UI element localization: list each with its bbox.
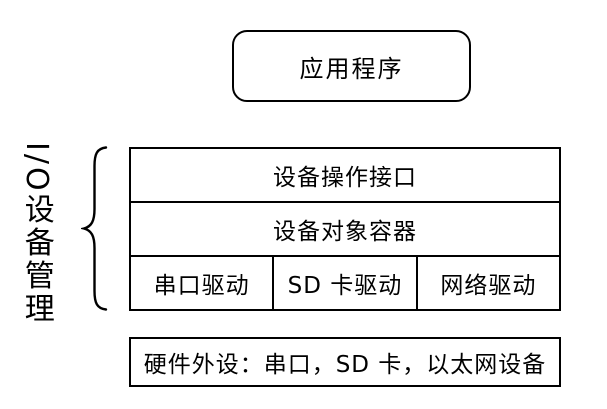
hardware-peripherals-label: 硬件外设：串口，SD 卡，以太网设备	[143, 352, 547, 378]
io-device-management-label: I/O设备管理	[18, 142, 54, 326]
network-driver-label: 网络驱动	[440, 273, 537, 299]
cell-sdcard-driver: SD 卡驱动	[272, 257, 415, 309]
left-brace-icon	[81, 146, 108, 311]
row-drivers: 串口驱动 SD 卡驱动 网络驱动	[131, 255, 559, 309]
io-layer-stack: 设备操作接口 设备对象容器 串口驱动 SD 卡驱动 网络驱动	[129, 147, 561, 311]
row-device-operation-interface: 设备操作接口	[131, 149, 559, 201]
device-operation-interface-label: 设备操作接口	[273, 165, 417, 191]
application-box-label: 应用程序	[299, 54, 404, 83]
device-object-container-label: 设备对象容器	[273, 219, 417, 245]
cell-network-driver: 网络驱动	[415, 257, 559, 309]
cell-serial-driver: 串口驱动	[131, 257, 272, 309]
sdcard-driver-label: SD 卡驱动	[287, 273, 403, 299]
row-device-object-container: 设备对象容器	[131, 201, 559, 255]
hardware-peripherals-box: 硬件外设：串口，SD 卡，以太网设备	[129, 337, 561, 387]
serial-driver-label: 串口驱动	[153, 273, 250, 299]
application-box: 应用程序	[232, 30, 471, 102]
